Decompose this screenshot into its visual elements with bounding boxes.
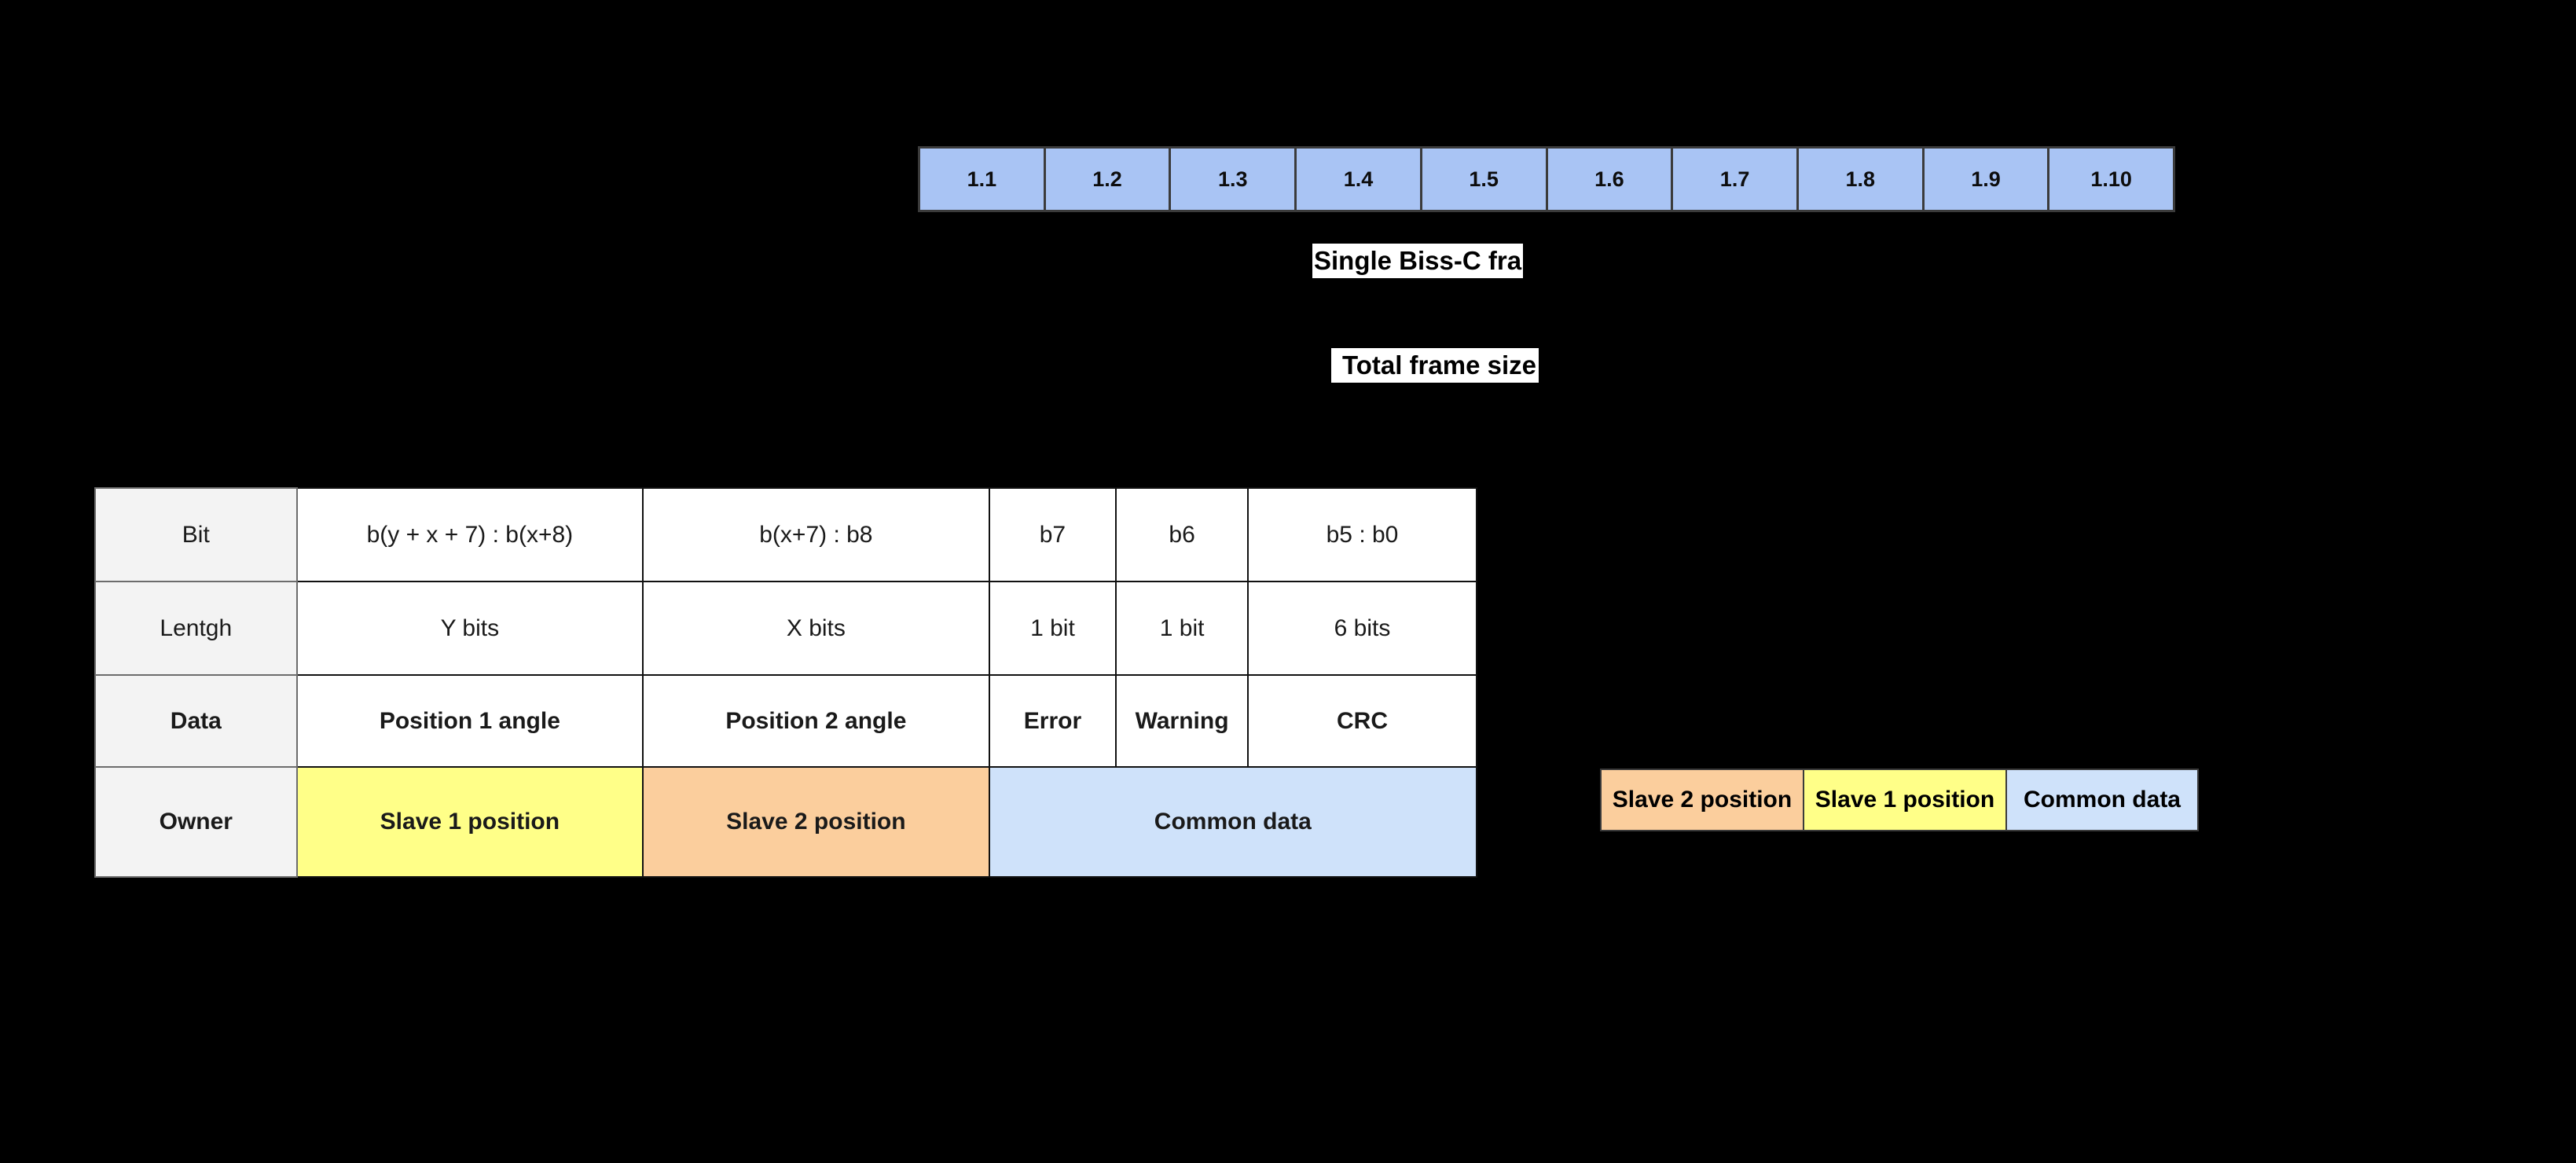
table-row-bit: Bit b(y + x + 7) : b(x+8) b(x+7) : b8 b7… bbox=[94, 487, 1478, 582]
ownership-legend: Slave 2 position Slave 1 position Common… bbox=[1600, 769, 2199, 831]
cell-bit-crc: b5 : b0 bbox=[1246, 487, 1478, 582]
cell-length-crc: 6 bits bbox=[1246, 581, 1478, 676]
cell-length-position2: X bits bbox=[642, 581, 990, 676]
frame-cell-6: 1.6 bbox=[1547, 149, 1671, 210]
row-header-owner: Owner bbox=[94, 766, 298, 878]
cell-bit-position2: b(x+7) : b8 bbox=[642, 487, 990, 582]
table-row-owner: Owner Slave 1 position Slave 2 position … bbox=[94, 766, 1478, 878]
frame-cell-2: 1.2 bbox=[1045, 149, 1169, 210]
cell-length-error: 1 bit bbox=[988, 581, 1117, 676]
frame-cell-9: 1.9 bbox=[1924, 149, 2048, 210]
table-row-data: Data Position 1 angle Position 2 angle E… bbox=[94, 674, 1478, 768]
frame-cell-3: 1.3 bbox=[1171, 149, 1295, 210]
total-frame-size-label: Total frame size bbox=[1331, 348, 1539, 383]
legend-item-slave1-position: Slave 1 position bbox=[1804, 770, 2007, 830]
single-biss-c-frame-label: Single Biss-C frame bbox=[1312, 244, 1523, 278]
cell-bit-warning: b6 bbox=[1115, 487, 1249, 582]
cell-data-position2: Position 2 angle bbox=[642, 674, 990, 768]
cell-bit-error: b7 bbox=[988, 487, 1117, 582]
biss-c-frame-descriptor-table: Bit b(y + x + 7) : b(x+8) b(x+7) : b8 b7… bbox=[94, 487, 1478, 878]
frame-cell-8: 1.8 bbox=[1798, 149, 1922, 210]
legend-item-slave2-position: Slave 2 position bbox=[1602, 770, 1804, 830]
cell-length-position1: Y bits bbox=[295, 581, 644, 676]
row-header-bit: Bit bbox=[94, 487, 298, 582]
cell-data-error: Error bbox=[988, 674, 1117, 768]
biss-c-frame-strip: 1.1 1.2 1.3 1.4 1.5 1.6 1.7 1.8 1.9 1.10 bbox=[918, 146, 2175, 212]
legend-item-common-data: Common data bbox=[2007, 770, 2197, 830]
cell-owner-slave1: Slave 1 position bbox=[295, 766, 644, 878]
cell-owner-common: Common data bbox=[988, 766, 1478, 878]
frame-cell-5: 1.5 bbox=[1422, 149, 1546, 210]
cell-owner-slave2: Slave 2 position bbox=[642, 766, 990, 878]
row-header-length: Lentgh bbox=[94, 581, 298, 676]
cell-data-warning: Warning bbox=[1115, 674, 1249, 768]
row-header-data: Data bbox=[94, 674, 298, 768]
frame-cell-10: 1.10 bbox=[2049, 149, 2174, 210]
cell-data-position1: Position 1 angle bbox=[295, 674, 644, 768]
cell-length-warning: 1 bit bbox=[1115, 581, 1249, 676]
frame-cell-1: 1.1 bbox=[920, 149, 1044, 210]
cell-data-crc: CRC bbox=[1246, 674, 1478, 768]
cell-bit-position1: b(y + x + 7) : b(x+8) bbox=[295, 487, 644, 582]
frame-cell-7: 1.7 bbox=[1673, 149, 1796, 210]
frame-cell-4: 1.4 bbox=[1297, 149, 1420, 210]
table-row-length: Lentgh Y bits X bits 1 bit 1 bit 6 bits bbox=[94, 581, 1478, 676]
